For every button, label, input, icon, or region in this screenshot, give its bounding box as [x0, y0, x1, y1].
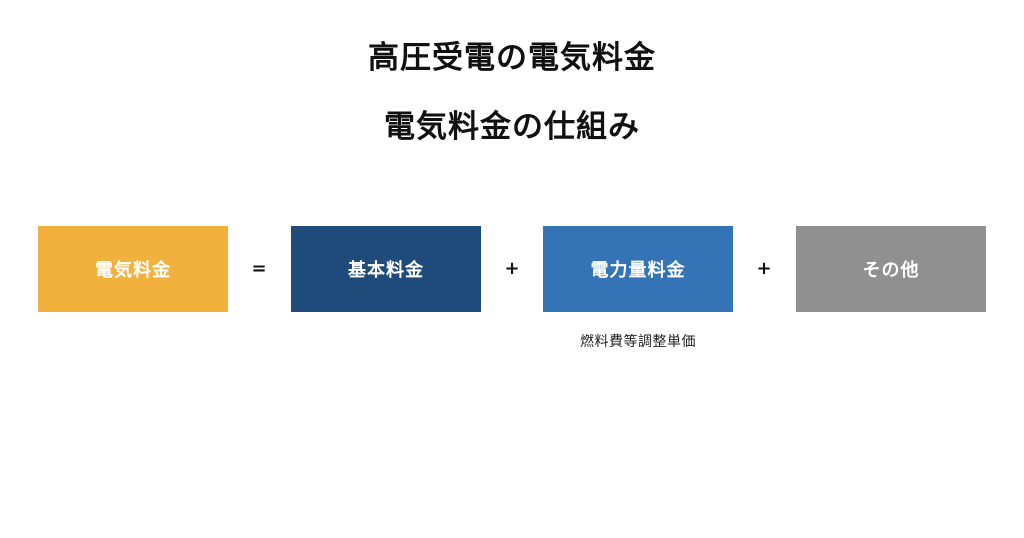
- energy-charge-label: 電力量料金: [590, 260, 686, 281]
- basic-charge-box: 基本料金: [291, 226, 481, 312]
- total-charge-label: 電気料金: [95, 260, 171, 281]
- total-charge-box: 電気料金: [38, 226, 228, 312]
- other-charge-box: その他: [796, 226, 986, 312]
- plus-operator-2: +: [756, 258, 772, 279]
- basic-charge-label: 基本料金: [348, 260, 424, 281]
- page-subtitle: 電気料金の仕組み: [384, 109, 640, 145]
- plus-operator-1: +: [504, 258, 520, 279]
- page-title: 高圧受電の電気料金: [368, 40, 656, 76]
- fuel-adjustment-note: 燃料費等調整単価: [580, 334, 696, 350]
- energy-charge-box: 電力量料金: [543, 226, 733, 312]
- equals-operator: =: [251, 258, 267, 279]
- other-charge-label: その他: [862, 260, 920, 281]
